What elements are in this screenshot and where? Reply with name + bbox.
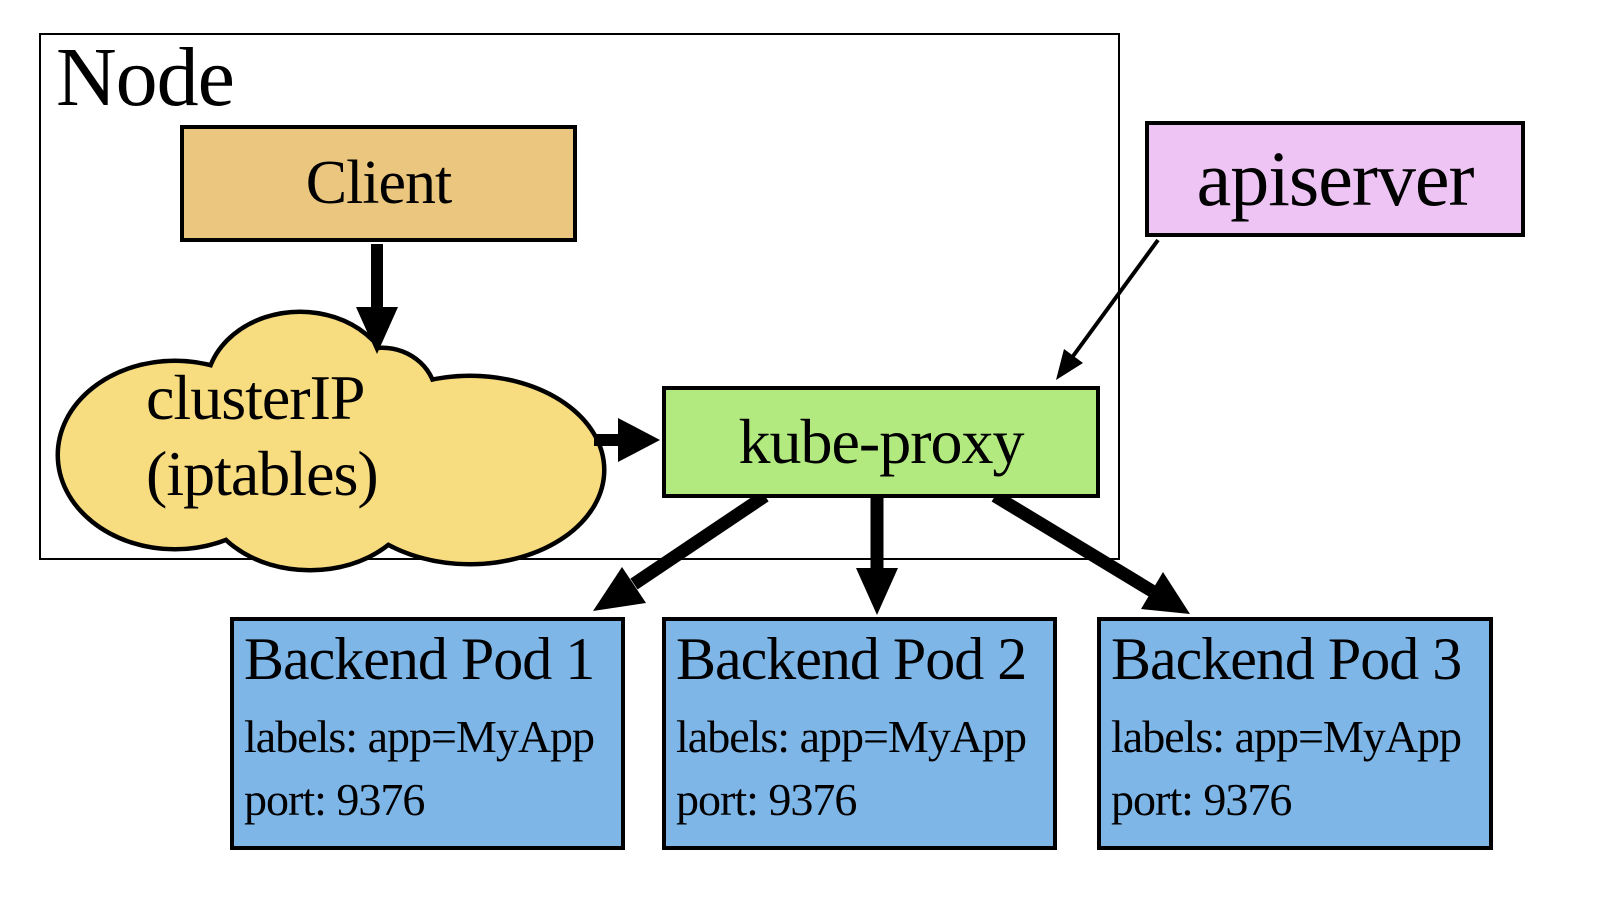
backend-pod-1-box: Backend Pod 1 labels: app=MyApp port: 93… (230, 617, 625, 850)
apiserver-box: apiserver (1145, 121, 1525, 237)
clusterip-label-line1: clusterIP (146, 362, 365, 433)
pod-labels-line: labels: app=MyApp (244, 711, 595, 762)
backend-pod-2-box: Backend Pod 2 labels: app=MyApp port: 93… (662, 617, 1057, 850)
apiserver-label: apiserver (1196, 135, 1475, 222)
pod-labels-line: labels: app=MyApp (1111, 711, 1462, 762)
kube-proxy-label: kube-proxy (738, 406, 1024, 477)
node-label: Node (56, 31, 235, 124)
client-label: Client (305, 149, 453, 217)
pod-labels-line: labels: app=MyApp (676, 711, 1027, 762)
clusterip-label: clusterIP (iptables) (146, 360, 379, 512)
pod-title: Backend Pod 3 (1111, 626, 1462, 692)
backend-pod-3-box: Backend Pod 3 labels: app=MyApp port: 93… (1097, 617, 1493, 850)
arrow-kube-proxy-to-pod-2 (856, 496, 898, 615)
arrow-kube-proxy-to-pod-3 (991, 490, 1190, 614)
arrow-kube-proxy-to-pod-1 (593, 490, 769, 611)
pod-port-line: port: 9376 (676, 774, 857, 825)
pod-port-line: port: 9376 (1111, 774, 1292, 825)
client-box: Client (180, 125, 577, 242)
arrow-clusterip-to-kube-proxy (594, 418, 660, 462)
pod-port-line: port: 9376 (244, 774, 425, 825)
pod-title: Backend Pod 1 (244, 626, 595, 692)
clusterip-label-line2: (iptables) (146, 438, 379, 509)
kube-proxy-box: kube-proxy (662, 386, 1100, 498)
clusterip-cloud (55, 309, 607, 573)
arrow-apiserver-to-kube-proxy (1056, 238, 1160, 380)
arrow-client-to-clusterip (356, 244, 398, 354)
pod-title: Backend Pod 2 (676, 626, 1027, 692)
